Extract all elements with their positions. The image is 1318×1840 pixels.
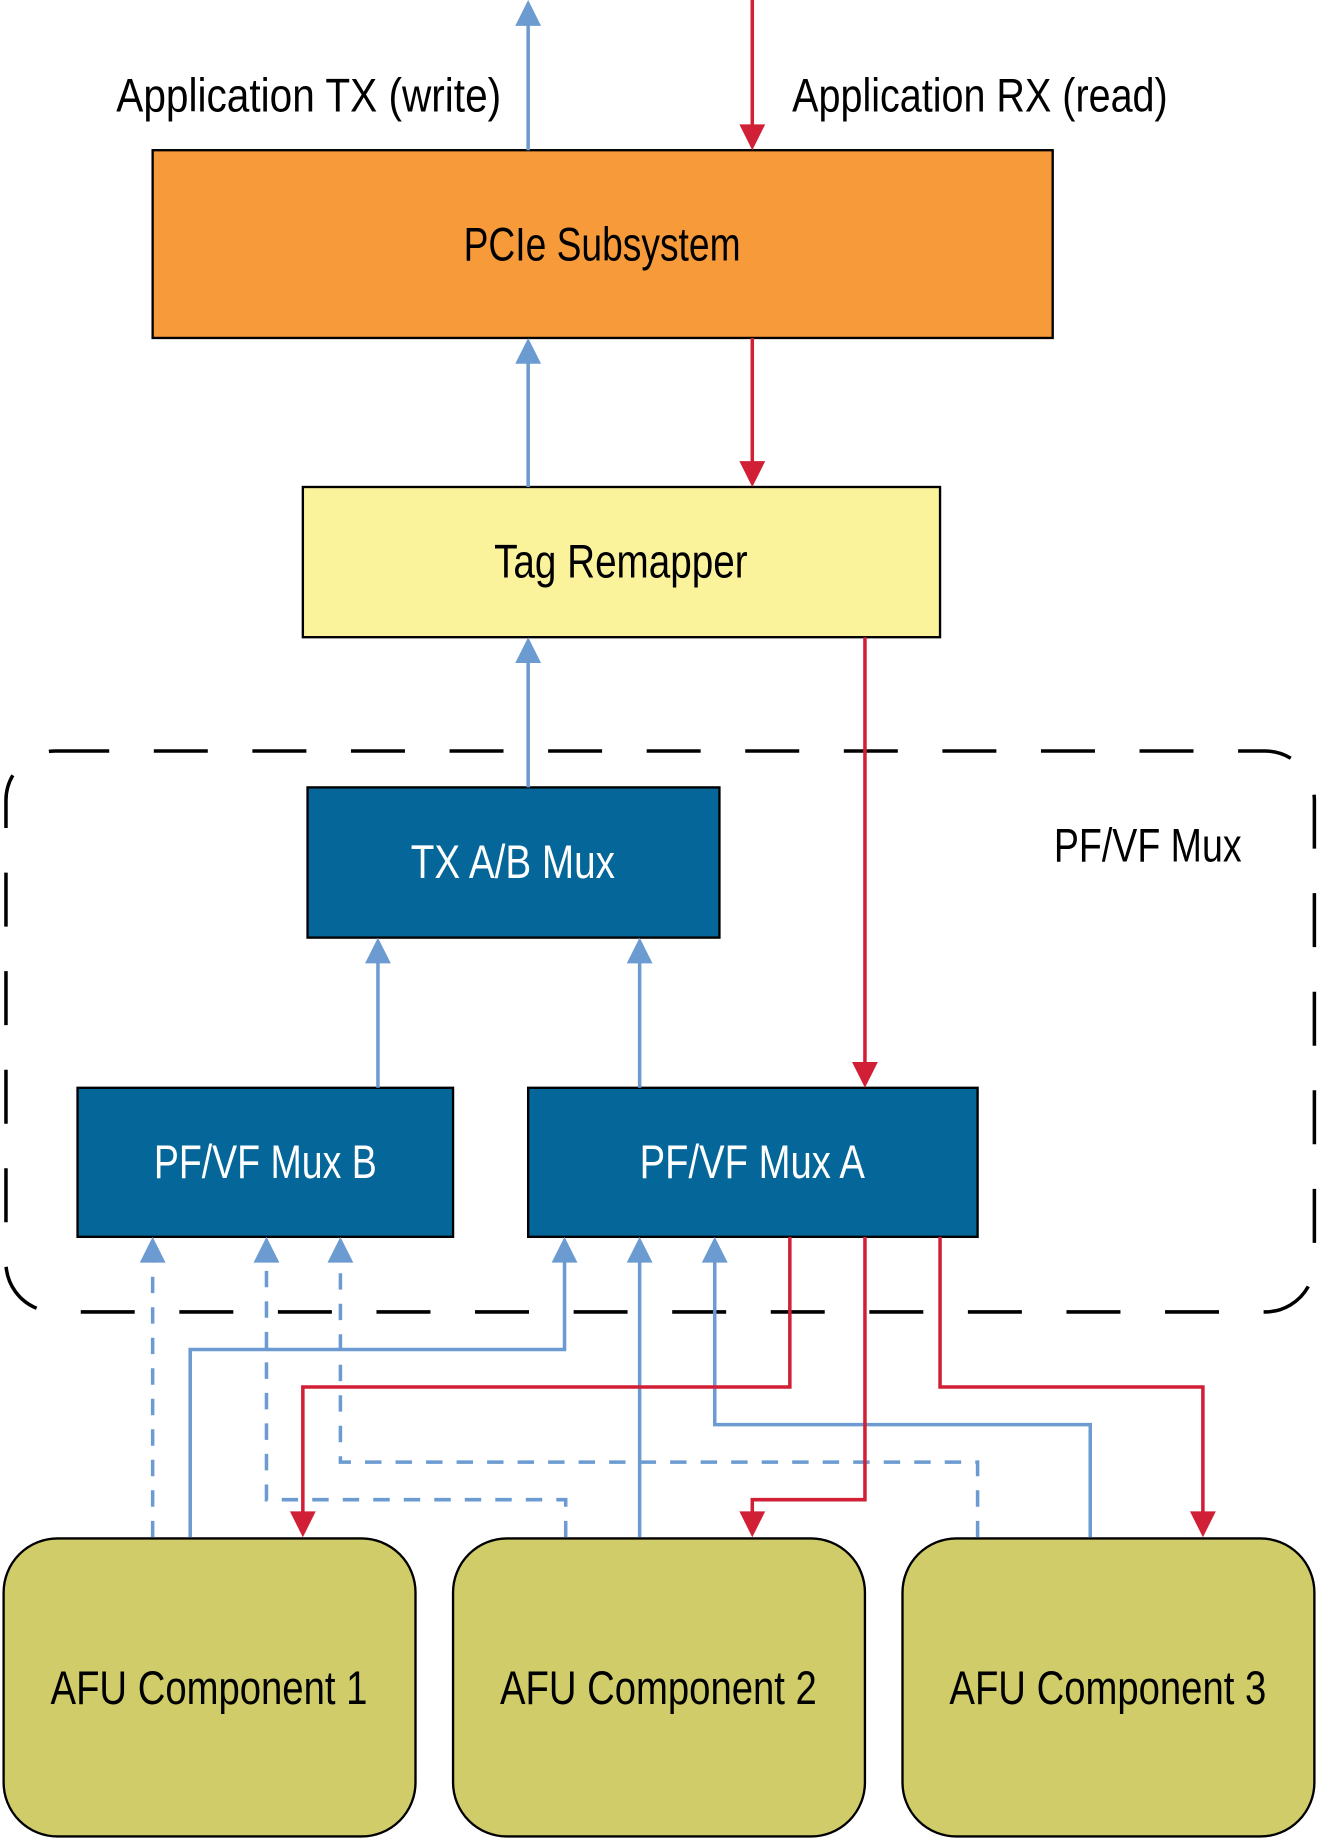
arrowhead-up [515, 337, 542, 364]
pcie-subsystem-block [151, 149, 1054, 340]
tx-ab-mux-block [306, 786, 721, 939]
tx-line-afu2-to-muxb [264, 1257, 568, 1538]
arrowhead-up [139, 1236, 166, 1263]
arrowhead-down [289, 1511, 316, 1538]
pfvf-mux-a-label: PF/VF Mux A [640, 1136, 866, 1188]
pcie-subsystem-label: PCIe Subsystem [464, 219, 741, 271]
arrowhead-up [515, 637, 542, 664]
afu-component-3-label: AFU Component 3 [949, 1662, 1266, 1714]
arrowhead-up [327, 1236, 354, 1263]
afu-component-3-block [901, 1537, 1316, 1838]
tx-line-afu1-to-muxa [188, 1257, 567, 1538]
arrowhead-up [626, 937, 653, 964]
tag-remapper-block [301, 485, 942, 639]
rx-line-muxa-to-afu1 [301, 1236, 792, 1517]
rx-line-muxa-to-afu3 [938, 1236, 1205, 1517]
application-tx-label: Application TX (write) [116, 69, 501, 121]
afu-component-2-label: AFU Component 2 [500, 1662, 817, 1714]
afu-component-1-block [2, 1537, 417, 1838]
arrowhead-down [1189, 1511, 1216, 1538]
arrowhead-down [739, 1511, 766, 1538]
rx-arrowheads [289, 124, 1216, 1538]
arrowhead-down [739, 461, 766, 487]
pfvf-mux-group-boundary [4, 749, 1317, 1314]
arrowhead-down [739, 124, 766, 151]
arrowhead-up [365, 937, 391, 964]
tx-line-afu3-to-muxb [338, 1257, 980, 1538]
pfvf-mux-b-block [76, 1086, 455, 1239]
tx-ab-mux-label: TX A/B Mux [411, 836, 615, 888]
rx-line-muxa-to-afu2 [750, 1236, 867, 1517]
application-rx-label: Application RX (read) [792, 69, 1168, 121]
arrowhead-up [626, 1236, 653, 1263]
afu-component-1-label: AFU Component 1 [51, 1662, 368, 1714]
tx-arrowheads [139, 0, 728, 1263]
tx-paths [150, 21, 1093, 1538]
arrowhead-up [551, 1236, 578, 1263]
arrowhead-up [253, 1236, 280, 1263]
tag-remapper-label: Tag Remapper [494, 535, 747, 587]
tx-line-afu3-to-muxa [712, 1257, 1093, 1538]
arrowhead-up [701, 1236, 728, 1263]
afu-component-2-block [451, 1537, 867, 1838]
arrowhead-down [852, 1061, 878, 1088]
pfvf-mux-group-label: PF/VF Mux [1054, 819, 1242, 871]
arrowhead-up [515, 0, 542, 26]
rx-paths [301, 0, 1205, 1517]
pfvf-mux-b-label: PF/VF Mux B [154, 1136, 377, 1188]
pfvf-mux-a-block [526, 1086, 979, 1239]
